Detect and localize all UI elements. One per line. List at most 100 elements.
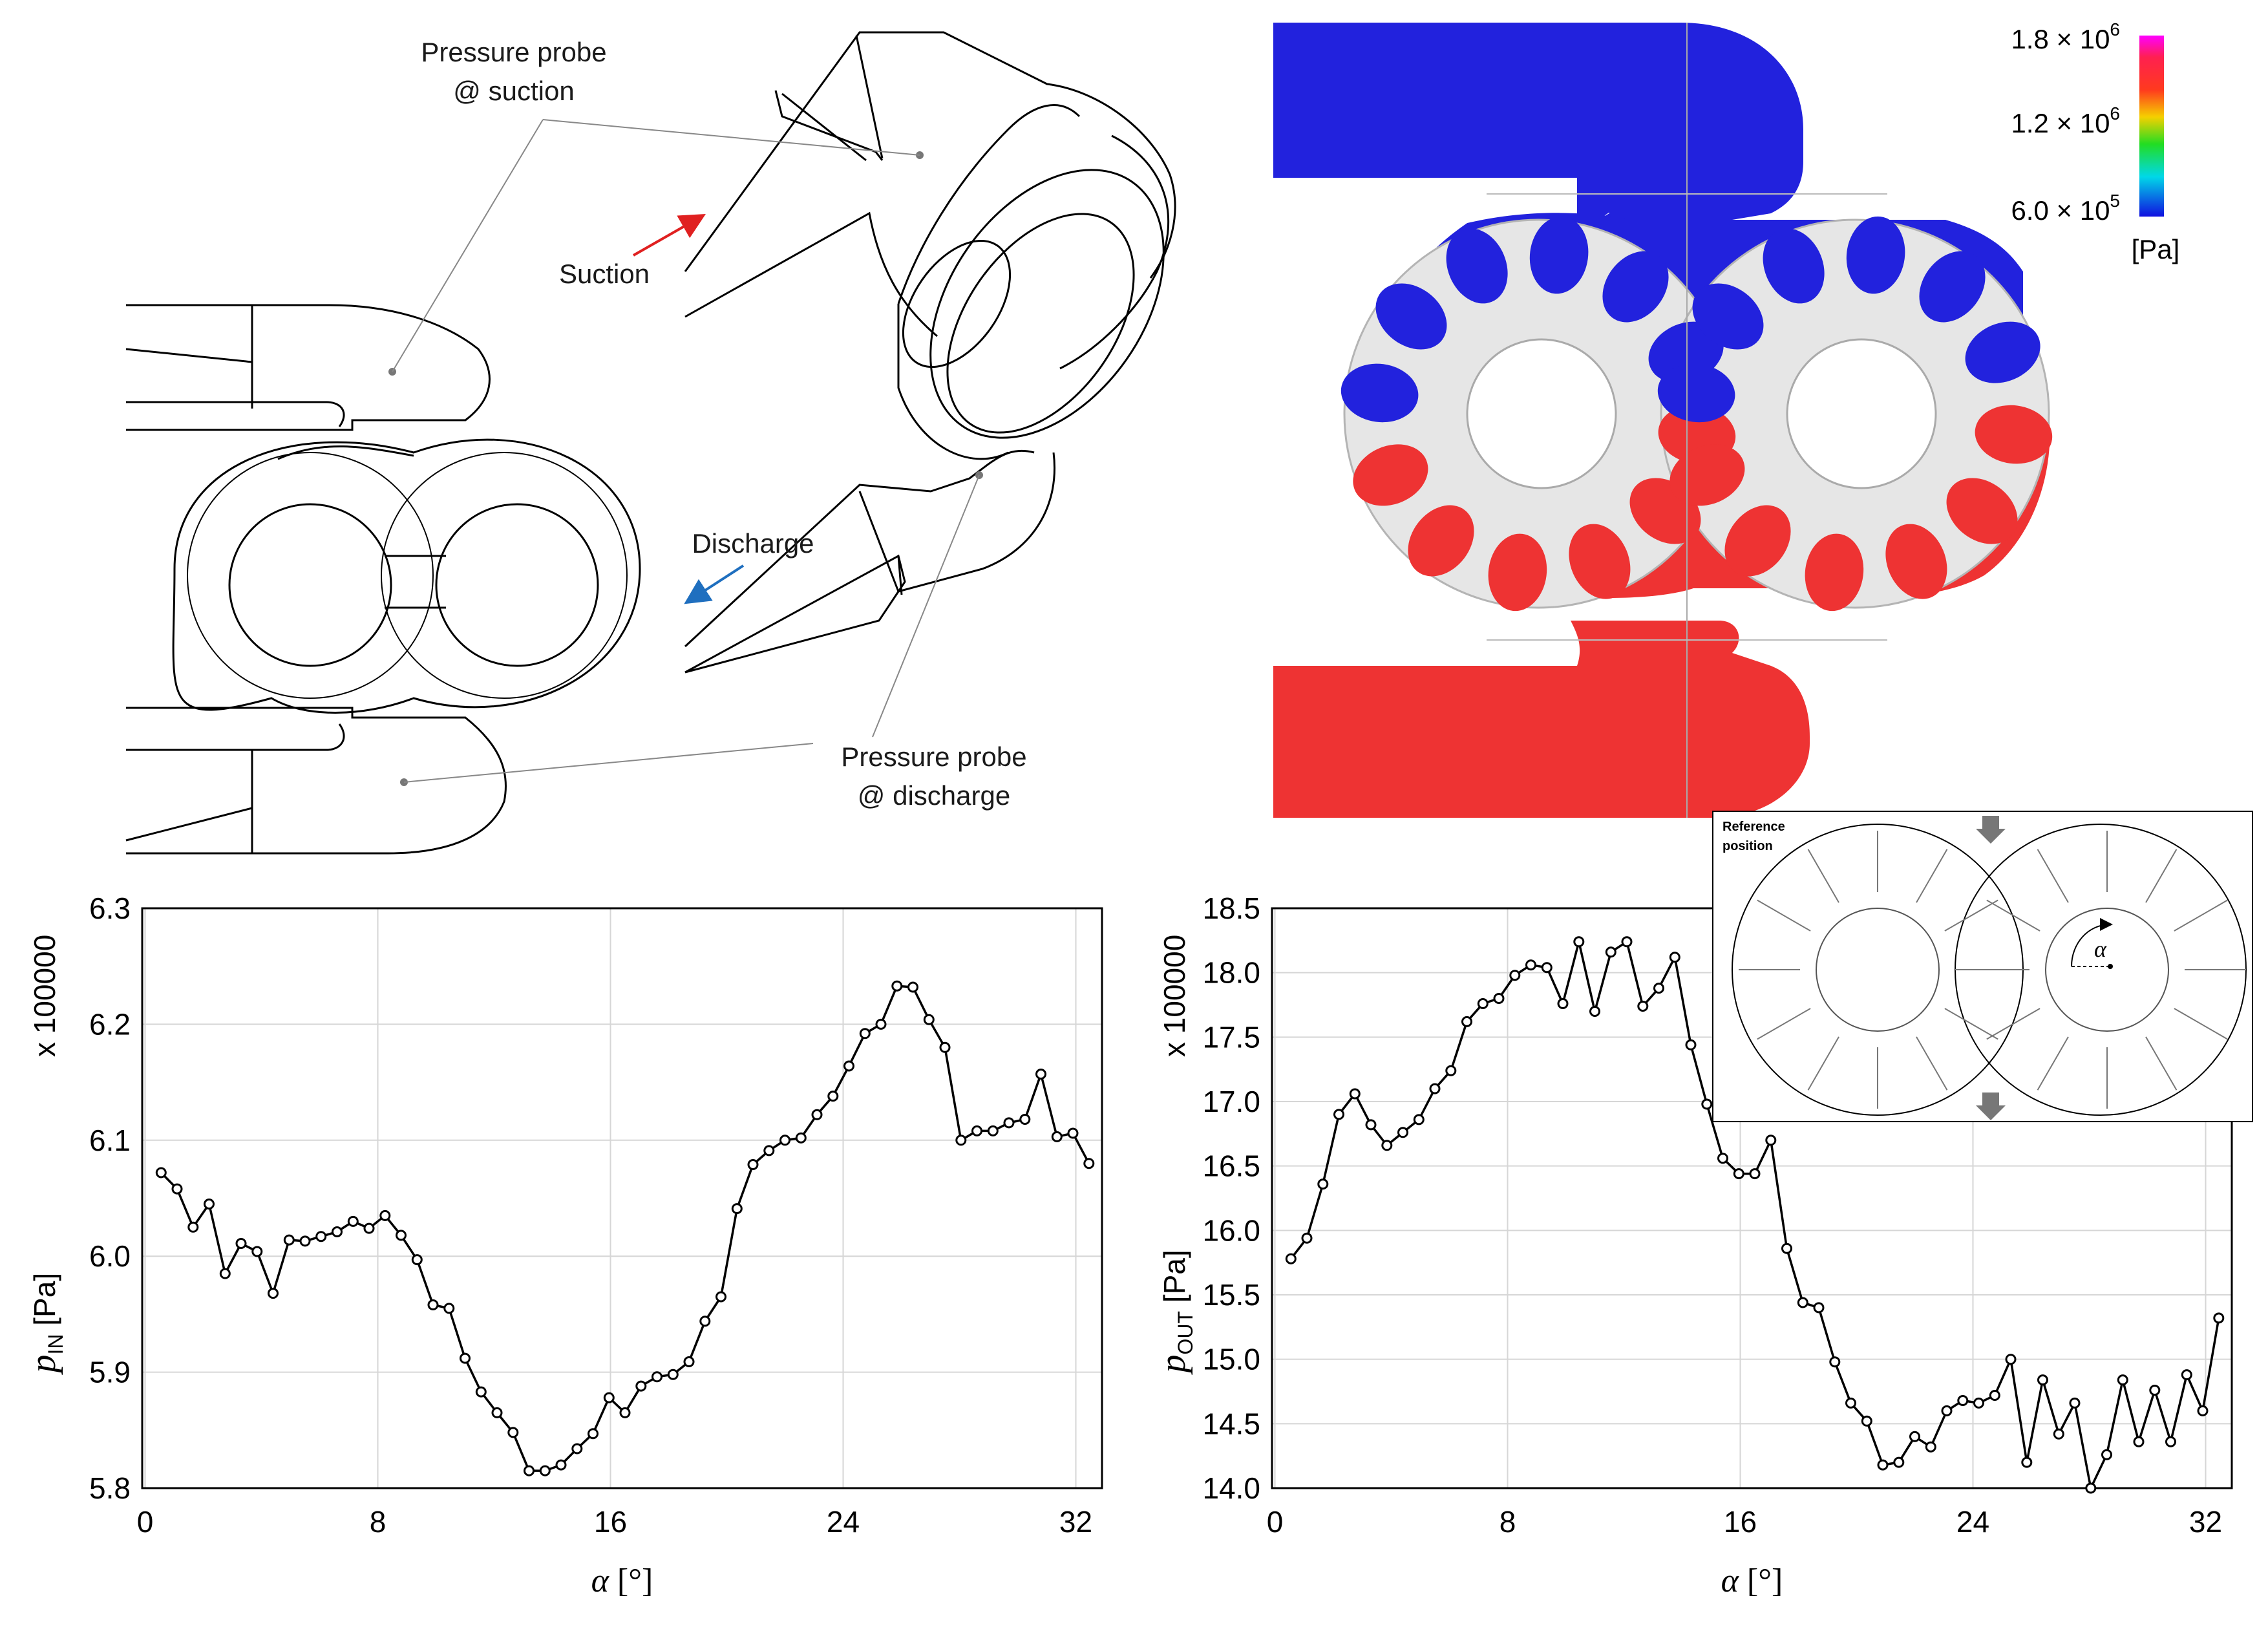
x-tick-label: 16 (594, 1505, 627, 1539)
data-point (795, 1132, 807, 1144)
data-point (1301, 1232, 1313, 1244)
plot-frame (141, 907, 1103, 1489)
data-point (763, 1145, 775, 1157)
gear-tooth-gap (1569, 524, 1631, 599)
data-point (827, 1091, 839, 1102)
data-point (1957, 1395, 1969, 1406)
data-point (2085, 1482, 2097, 1494)
data-point (1365, 1119, 1377, 1131)
y-multiplier-label: x 100000 (28, 935, 61, 1057)
data-point (955, 1135, 967, 1146)
inset-gear-tooth (1986, 1008, 2040, 1040)
x-tick-label: 24 (827, 1505, 860, 1539)
data-point (2197, 1405, 2209, 1416)
data-point (731, 1203, 743, 1215)
data-point (1637, 1001, 1649, 1012)
data-point (299, 1235, 311, 1247)
data-point (1797, 1297, 1808, 1308)
data-point (171, 1183, 183, 1195)
inset-gear-tooth (1944, 899, 1998, 932)
data-point (268, 1288, 279, 1299)
data-point (987, 1125, 999, 1136)
probe-discharge-label-1: Pressure probe (841, 741, 1026, 772)
colorbar-legend: 1.8 × 106 1.2 × 106 6.0 × 105 [Pa] (2011, 19, 2179, 264)
reference-arrow-bottom (1976, 1093, 2006, 1120)
data-point (971, 1125, 982, 1136)
pump-3d-view (542, 31, 1176, 738)
y-tick-label: 6.3 (89, 891, 131, 925)
data-point (2117, 1374, 2128, 1386)
colorbar-tick-2: 1.2 × 106 (2011, 103, 2120, 138)
data-point (460, 1352, 471, 1364)
data-point (1477, 998, 1489, 1009)
data-point (363, 1222, 375, 1234)
data-point (411, 1254, 423, 1266)
data-point (1877, 1459, 1889, 1471)
data-point (235, 1238, 247, 1249)
y-tick-label: 14.5 (1202, 1407, 1260, 1440)
data-point (524, 1465, 535, 1476)
alpha-symbol: α (2094, 936, 2107, 962)
y-tick-label: 17.0 (1202, 1085, 1260, 1118)
data-point (635, 1380, 647, 1392)
suction-label: Suction (559, 259, 650, 289)
data-point (2213, 1312, 2225, 1324)
data-point (2069, 1397, 2081, 1409)
data-point (1605, 946, 1616, 958)
x-tick-label: 24 (1956, 1505, 1989, 1539)
data-point (1989, 1390, 2000, 1401)
gear-tooth-gap (1805, 533, 1864, 612)
inset-gear-tooth (2145, 1036, 2178, 1091)
data-point (1349, 1088, 1361, 1100)
data-point (2053, 1428, 2064, 1440)
y-tick-label: 16.0 (1202, 1213, 1260, 1247)
data-point (1701, 1098, 1713, 1110)
data-point (1019, 1114, 1031, 1125)
gear-tooth-gap (1975, 405, 2053, 464)
data-point (779, 1135, 790, 1146)
colorbar (2139, 36, 2164, 217)
data-point (1557, 998, 1569, 1009)
suction-arrow (633, 214, 706, 257)
gear-tooth-gap (1408, 505, 1474, 577)
data-point (619, 1407, 631, 1418)
data-point (1067, 1127, 1079, 1139)
colorbar-unit: [Pa] (2132, 234, 2180, 264)
inset-gear-tooth (2145, 849, 2178, 903)
data-point (1829, 1356, 1841, 1368)
data-point (1589, 1006, 1600, 1017)
inset-gear-tooth (1916, 849, 1948, 903)
data-point (571, 1443, 583, 1455)
data-point (1083, 1158, 1095, 1169)
data-point (1333, 1109, 1344, 1120)
y-tick-label: 6.1 (89, 1124, 131, 1157)
data-point (1461, 1016, 1472, 1027)
gear-tooth-gap (1529, 216, 1589, 294)
data-point (475, 1386, 487, 1398)
gear-tooth-gap (1763, 228, 1825, 304)
data-point (2133, 1436, 2145, 1447)
reference-arrow-top (1976, 816, 2006, 844)
data-point (859, 1028, 871, 1039)
pump-2d-schematic (125, 119, 814, 855)
inset-gear-tooth (2037, 849, 2069, 903)
data-point (923, 1014, 935, 1025)
colorbar-tick-1: 1.8 × 106 (2011, 19, 2120, 54)
gear-tooth-gap (1724, 505, 1791, 577)
inset-gear-tooth (1757, 1008, 1811, 1040)
data-point (443, 1303, 455, 1314)
data-point (491, 1407, 503, 1418)
data-point (1285, 1253, 1297, 1264)
probe-discharge-label-2: @ discharge (858, 780, 1010, 811)
data-point (652, 1371, 662, 1383)
inset-gear-tooth (2037, 1036, 2069, 1091)
data-point (1003, 1117, 1015, 1129)
probe-suction-label-2: @ suction (453, 76, 574, 106)
probe-suction-label-1: Pressure probe (421, 37, 606, 67)
y-tick-label: 5.9 (89, 1356, 131, 1389)
data-point (539, 1465, 551, 1476)
discharge-label: Discharge (692, 528, 814, 559)
gear-tooth-gap (1353, 444, 1428, 506)
gear-tooth-gap (1919, 251, 1986, 323)
